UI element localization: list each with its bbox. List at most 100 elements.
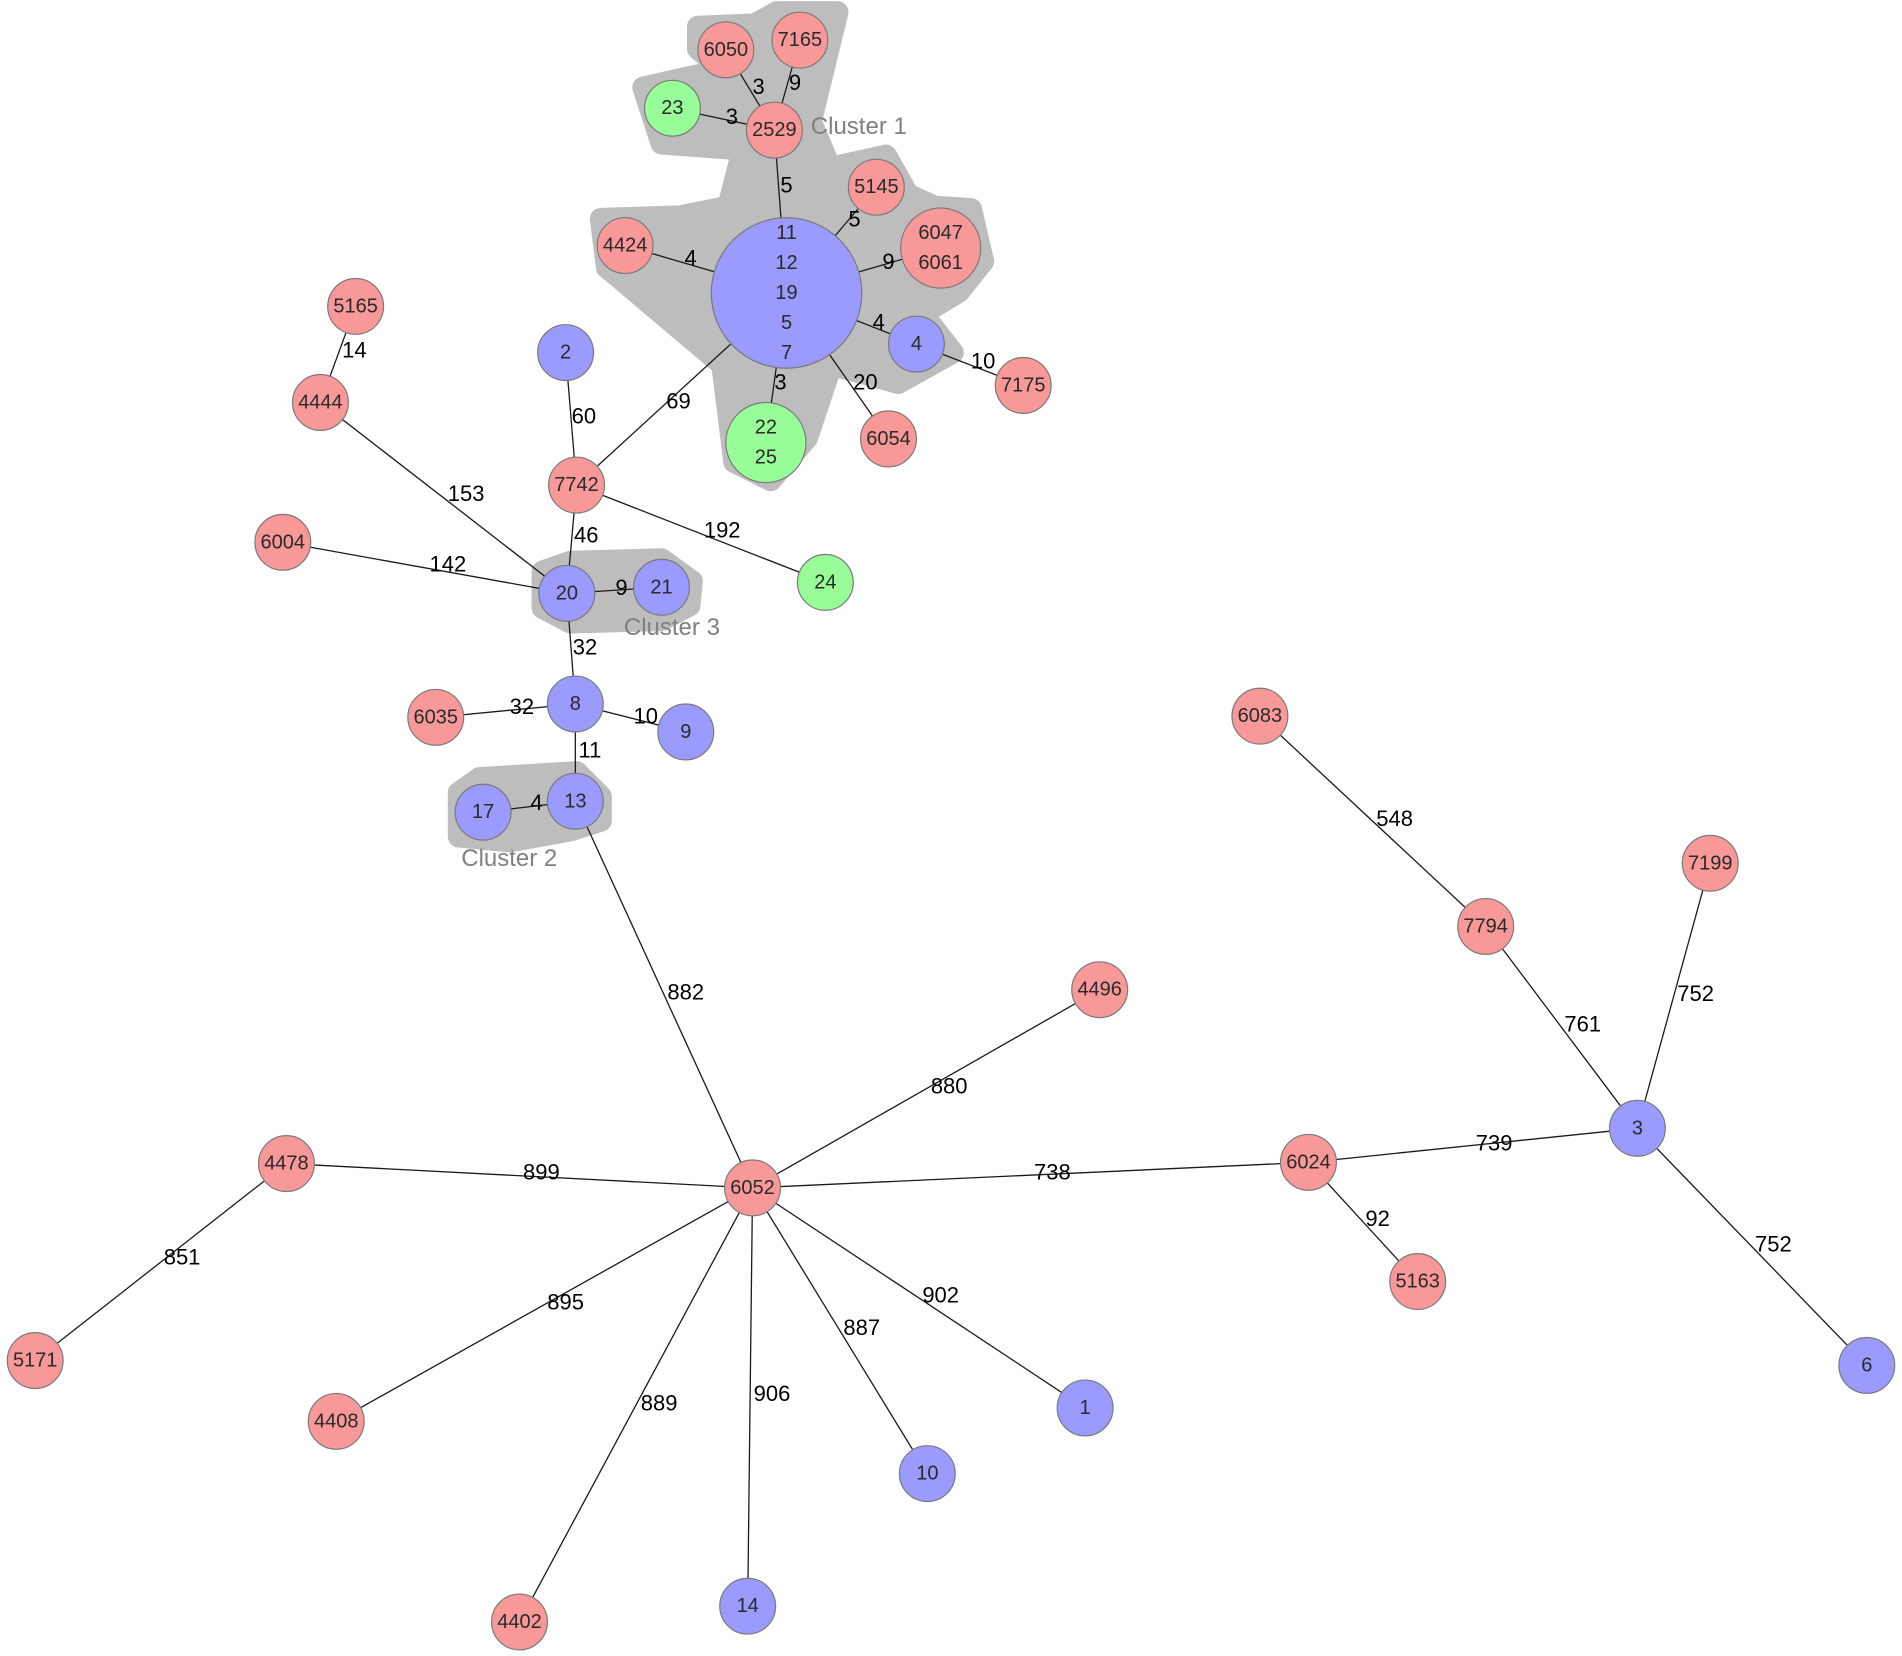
edge-6052-4496 <box>752 989 1101 1189</box>
node-10[interactable]: 10 <box>898 1445 956 1503</box>
node-circle[interactable] <box>6 1332 64 1390</box>
node-circle[interactable] <box>1279 1133 1337 1191</box>
node-4478[interactable]: 4478 <box>257 1135 315 1193</box>
node-circle[interactable] <box>719 1577 777 1635</box>
node-5145[interactable]: 5145 <box>847 158 905 216</box>
edge-weight-label: 899 <box>523 1160 560 1185</box>
node-14[interactable]: 14 <box>719 1577 777 1635</box>
node-circle[interactable] <box>1838 1336 1896 1394</box>
edge-weight-label: 4 <box>873 310 885 335</box>
node-4444[interactable]: 4444 <box>291 373 349 431</box>
node-circle[interactable] <box>1389 1252 1447 1311</box>
node-circle[interactable] <box>657 703 715 761</box>
node-circle[interactable] <box>454 783 512 841</box>
node-6050[interactable]: 6050 <box>697 21 755 79</box>
node-circle[interactable] <box>291 373 349 431</box>
node-circle[interactable] <box>1681 834 1739 892</box>
node-circle[interactable] <box>745 101 803 159</box>
node-circle[interactable] <box>643 79 701 137</box>
node-circle[interactable] <box>327 277 385 335</box>
node-5171[interactable]: 5171 <box>6 1332 64 1390</box>
node-20[interactable]: 20 <box>538 564 596 622</box>
node-circle[interactable] <box>771 11 829 69</box>
edge-weight-label: 738 <box>1034 1160 1071 1185</box>
node-circle[interactable] <box>537 324 595 382</box>
node-8[interactable]: 8 <box>546 675 604 733</box>
node-3[interactable]: 3 <box>1608 1099 1666 1157</box>
node-5165[interactable]: 5165 <box>327 277 385 335</box>
node-circle[interactable] <box>994 356 1052 414</box>
node-circle[interactable] <box>596 217 654 275</box>
node-label: 5165 <box>333 295 378 317</box>
node-21[interactable]: 21 <box>632 558 691 616</box>
node-circle[interactable] <box>490 1593 549 1651</box>
node-circle[interactable] <box>697 21 755 79</box>
node-4496[interactable]: 4496 <box>1071 961 1129 1019</box>
node-circle[interactable] <box>710 217 863 369</box>
node-24[interactable]: 24 <box>796 553 854 611</box>
node-circle[interactable] <box>900 207 982 289</box>
node-circle[interactable] <box>546 675 604 733</box>
node-1[interactable]: 1 <box>1056 1379 1114 1437</box>
node-7742[interactable]: 7742 <box>548 456 606 514</box>
node-circle[interactable] <box>898 1445 956 1503</box>
node-7165[interactable]: 7165 <box>771 11 829 69</box>
node-5163[interactable]: 5163 <box>1389 1252 1447 1311</box>
node-2529[interactable]: 2529 <box>745 101 803 159</box>
node-23[interactable]: 23 <box>643 79 701 137</box>
node-circle[interactable] <box>859 410 918 468</box>
node-6[interactable]: 6 <box>1838 1336 1896 1394</box>
node-9[interactable]: 9 <box>657 703 715 761</box>
node-circle[interactable] <box>538 564 596 622</box>
node-circle[interactable] <box>1608 1099 1666 1157</box>
node-circle[interactable] <box>254 513 312 571</box>
node-4408[interactable]: 4408 <box>307 1392 365 1450</box>
node-circle[interactable] <box>546 772 604 830</box>
node-circle[interactable] <box>548 456 606 514</box>
node-label: 6047 <box>918 222 963 244</box>
node-circle[interactable] <box>724 1159 782 1217</box>
node-4[interactable]: 4 <box>887 315 945 373</box>
edge-weight-label: 761 <box>1564 1011 1601 1036</box>
node-6052[interactable]: 6052 <box>724 1159 782 1217</box>
edge-weight-label: 20 <box>853 369 877 394</box>
node-circle[interactable] <box>1231 687 1289 745</box>
edge-weight-label: 60 <box>572 403 596 428</box>
node-4402[interactable]: 4402 <box>490 1593 549 1651</box>
node-circle[interactable] <box>887 315 945 373</box>
node-2[interactable]: 2 <box>537 324 595 382</box>
node-circle[interactable] <box>796 553 854 611</box>
node-6035[interactable]: 6035 <box>407 688 465 746</box>
node-circle[interactable] <box>632 558 691 616</box>
edge-7794-3 <box>1485 926 1638 1129</box>
node-4424[interactable]: 4424 <box>596 217 654 275</box>
node-6004[interactable]: 6004 <box>254 513 312 571</box>
node-circle[interactable] <box>407 688 465 746</box>
node-label: 25 <box>755 447 777 469</box>
node-label: 3 <box>1632 1117 1643 1139</box>
node-7199[interactable]: 7199 <box>1681 834 1739 892</box>
node-13[interactable]: 13 <box>546 772 604 830</box>
node-circle[interactable] <box>847 158 905 216</box>
edge-7199-3 <box>1636 863 1711 1129</box>
node-label: 4444 <box>298 391 343 413</box>
node-circle[interactable] <box>257 1135 315 1193</box>
node-circle[interactable] <box>725 401 807 484</box>
node-7175[interactable]: 7175 <box>994 356 1052 414</box>
node-6024[interactable]: 6024 <box>1279 1133 1337 1191</box>
node-circle[interactable] <box>1457 897 1515 956</box>
node-circle[interactable] <box>1071 961 1129 1019</box>
edge-6052-1 <box>752 1187 1086 1409</box>
node-label: 7 <box>781 342 792 364</box>
node-6083[interactable]: 6083 <box>1231 687 1289 745</box>
node-6054[interactable]: 6054 <box>859 410 918 468</box>
node-7794[interactable]: 7794 <box>1457 897 1515 956</box>
node-circle[interactable] <box>307 1392 365 1450</box>
node-circle[interactable] <box>1056 1379 1114 1437</box>
node-17[interactable]: 17 <box>454 783 512 841</box>
